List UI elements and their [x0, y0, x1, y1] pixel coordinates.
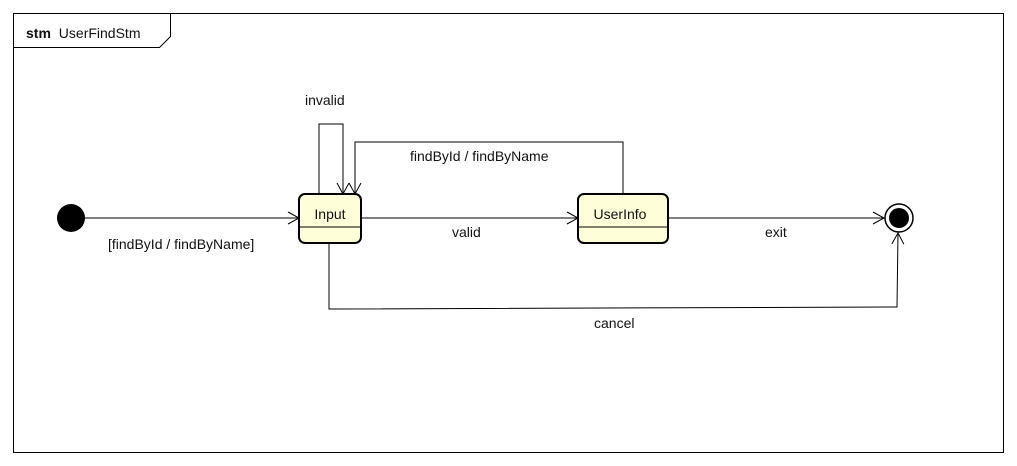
transition-userinfo-to-input: [348, 141, 624, 196]
state-input-name: Input: [314, 206, 345, 222]
transition-label-valid: valid: [452, 224, 481, 240]
state-userinfo[interactable]: UserInfo: [577, 193, 669, 244]
state-input[interactable]: Input: [298, 193, 362, 244]
transition-input-to-final: [328, 231, 905, 310]
initial-pseudostate: [57, 204, 85, 232]
transition-label-exit: exit: [765, 224, 787, 240]
frame-kind: stm: [26, 25, 51, 41]
final-state: [884, 203, 914, 233]
transition-label-userinfo-to-input: findById / findByName: [410, 148, 549, 164]
transition-label-invalid: invalid: [305, 92, 345, 108]
frame-name: UserFindStm: [59, 25, 141, 41]
state-userinfo-name: UserInfo: [594, 206, 647, 222]
state-input-box: [298, 193, 362, 244]
frame-tab: [13, 13, 171, 48]
state-userinfo-box: [577, 193, 669, 244]
transition-label-cancel: cancel: [594, 315, 634, 331]
diagram-frame: [13, 13, 1004, 453]
frame-title: stm UserFindStm: [26, 25, 140, 41]
transition-label-initial: [findById / findByName]: [108, 236, 254, 252]
transition-input-self-loop: [318, 123, 350, 196]
